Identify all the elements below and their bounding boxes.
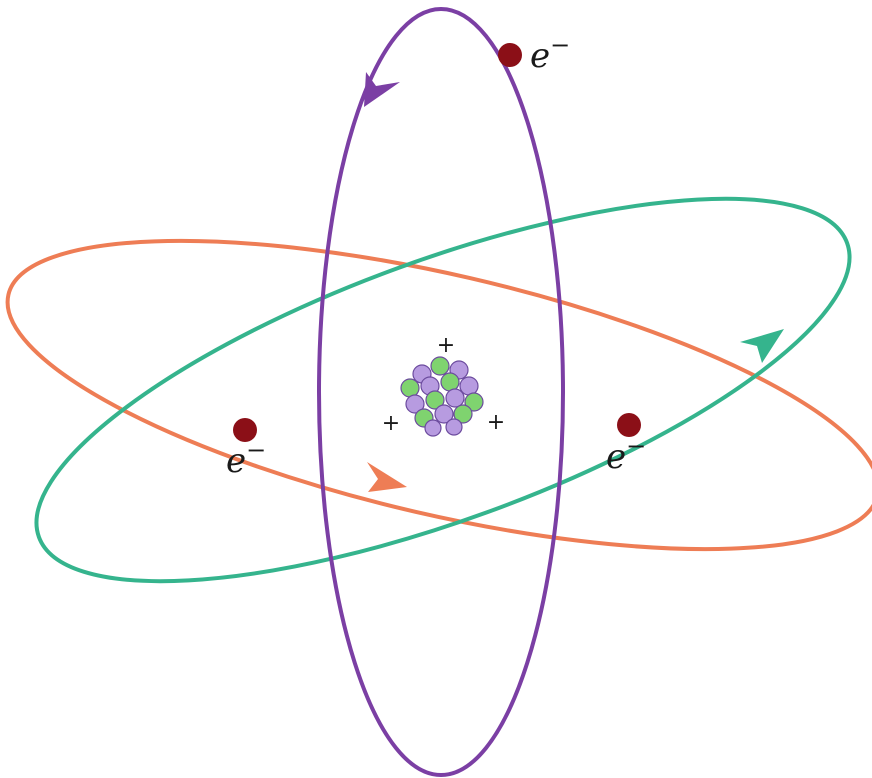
electron-left-label-e: e bbox=[226, 441, 246, 481]
electron-left bbox=[233, 418, 257, 442]
purple-orbit bbox=[317, 7, 565, 777]
electron-left-label-charge: − bbox=[246, 436, 266, 464]
orange-orbit bbox=[5, 238, 872, 552]
nucleus-plus-top: + bbox=[437, 333, 455, 358]
electron-top-label: e− bbox=[530, 31, 570, 76]
electron-top-label-charge: − bbox=[550, 31, 570, 59]
electron-right bbox=[617, 413, 641, 437]
orange-orbit-arrow-icon bbox=[367, 462, 407, 492]
green-orbit bbox=[34, 196, 852, 584]
electron-top-label-e: e bbox=[530, 36, 550, 76]
electron-left-label: e− bbox=[226, 436, 266, 481]
electron-right-label-charge: − bbox=[626, 432, 646, 460]
purple-orbit-arrow-icon bbox=[364, 72, 400, 107]
nucleus bbox=[400, 356, 484, 437]
nucleus-plus-left: + bbox=[382, 411, 400, 436]
nucleus-plus-right: + bbox=[487, 410, 505, 435]
electron-right-label: e− bbox=[606, 432, 646, 477]
electron-right-label-e: e bbox=[606, 437, 626, 477]
green-orbit-arrow-icon bbox=[740, 329, 784, 363]
electron-top bbox=[498, 43, 522, 67]
